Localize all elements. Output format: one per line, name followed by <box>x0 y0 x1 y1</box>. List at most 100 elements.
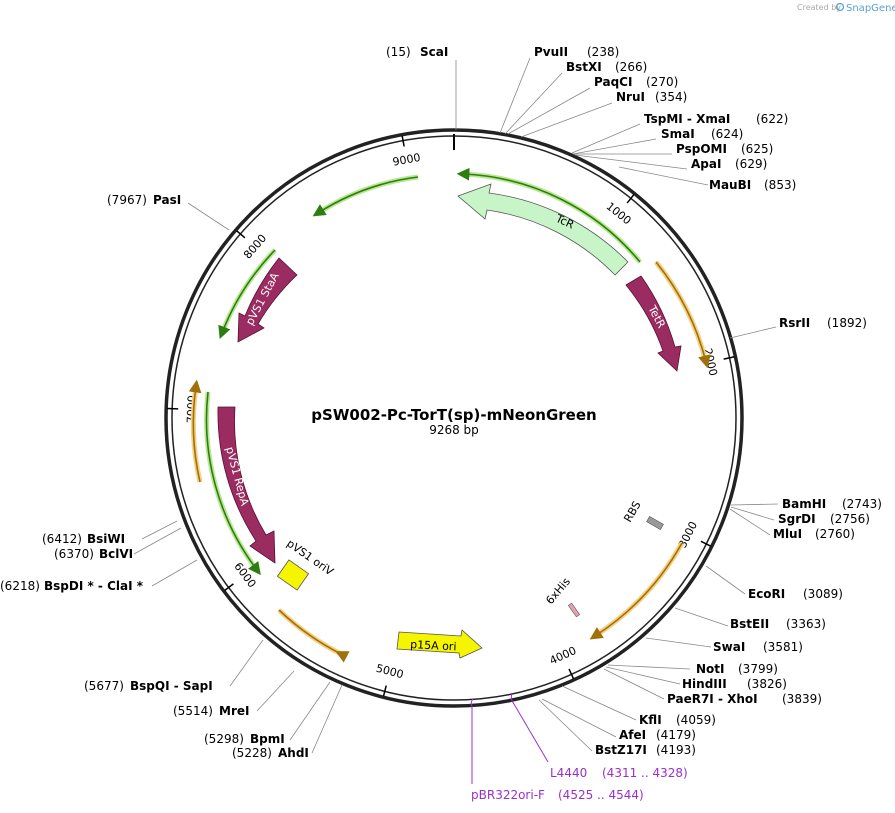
enzyme-hindiii[interactable]: HindIII(3826) <box>682 677 787 691</box>
enzyme-labels: (15)ScaI PvuII(238) BstXI(266) PaqCI(270… <box>0 45 882 760</box>
tick-mark <box>224 583 234 592</box>
enzyme-ecori[interactable]: EcoRI (3089) <box>748 587 843 601</box>
plasmid-name: pSW002-Pc-TorT(sp)-mNeonGreen <box>311 406 596 424</box>
enzyme-mlui[interactable]: MluI (2760) <box>773 527 855 541</box>
svg-text:(6412): (6412) <box>42 532 82 546</box>
svg-text:(2760): (2760) <box>815 527 855 541</box>
svg-text:(3839): (3839) <box>782 692 822 706</box>
enzyme-pasi[interactable]: (7967)PasI <box>107 193 181 207</box>
tick-label: 8000 <box>241 232 269 262</box>
enzyme-paer7i-xhoi[interactable]: PaeR7I - XhoI(3839) <box>667 692 822 706</box>
svg-text:BspDI * - ClaI *: BspDI * - ClaI * <box>44 579 144 593</box>
svg-text:BstZ17I: BstZ17I <box>595 743 647 757</box>
enzyme-kfli[interactable]: KflI(4059) <box>639 713 716 727</box>
svg-text:PspOMI: PspOMI <box>676 142 727 156</box>
primer-l4440-name: L4440 <box>550 766 587 780</box>
svg-text:(3826): (3826) <box>747 677 787 691</box>
enzyme-apai[interactable]: ApaI (629) <box>691 157 767 171</box>
svg-text:BamHI: BamHI <box>782 497 826 511</box>
svg-text:SmaI: SmaI <box>661 127 695 141</box>
enzyme-bstz17i[interactable]: BstZ17I (4193) <box>595 743 696 757</box>
rbs-feature[interactable]: RBS <box>621 499 664 531</box>
tetr-feature[interactable]: TetR <box>625 275 682 372</box>
svg-text:SgrDI: SgrDI <box>778 512 816 526</box>
repa-feature[interactable]: pVS1 RepA <box>217 406 276 564</box>
enzyme-paqci[interactable]: PaqCI(270) <box>594 75 678 89</box>
enzyme-bstxi[interactable]: BstXI(266) <box>566 60 647 74</box>
svg-text:(15): (15) <box>386 45 411 59</box>
svg-text:RsrII: RsrII <box>779 316 810 330</box>
enzyme-bsiwi[interactable]: (6412) BsiWI <box>42 532 125 546</box>
svg-text:(4193): (4193) <box>656 743 696 757</box>
svg-text:(2743): (2743) <box>842 497 882 511</box>
tick-label: 1000 <box>604 200 634 228</box>
enzyme-mrei[interactable]: (5514)MreI <box>173 704 249 718</box>
snapgene-logo <box>835 2 845 12</box>
svg-text:(1892): (1892) <box>827 316 867 330</box>
enzyme-bspqi-sapi[interactable]: (5677) BspQI - SapI <box>84 679 213 693</box>
svg-text:(3581): (3581) <box>763 640 803 654</box>
svg-text:ApaI: ApaI <box>691 157 721 171</box>
enzyme-bpmi[interactable]: (5298) BpmI <box>204 732 285 746</box>
svg-text:(853): (853) <box>764 178 796 192</box>
enzyme-pspomi[interactable]: PspOMI(625) <box>676 142 773 156</box>
tcr-feature[interactable]: TcR <box>457 183 629 276</box>
credit-text: Created by <box>797 3 841 12</box>
tick-mark <box>382 685 387 697</box>
svg-text:(3799): (3799) <box>738 662 778 676</box>
svg-text:BspQI - SapI: BspQI - SapI <box>130 679 213 693</box>
svg-text:TspMI - XmaI: TspMI - XmaI <box>644 112 730 126</box>
enzyme-bclvi[interactable]: (6370)BclVI <box>54 547 133 561</box>
primer-pbr322-range: (4525 .. 4544) <box>558 788 644 802</box>
enzyme-tspmi-xmai[interactable]: TspMI - XmaI(622) <box>644 112 788 126</box>
svg-text:(5514): (5514) <box>173 704 213 718</box>
primer-l4440[interactable]: L4440 (4311 .. 4328) <box>550 766 688 780</box>
svg-text:BsiWI: BsiWI <box>87 532 125 546</box>
svg-text:AfeI: AfeI <box>619 728 646 742</box>
tick-mark <box>401 135 405 147</box>
enzyme-bamhi[interactable]: BamHI (2743) <box>782 497 882 511</box>
svg-text:(3089): (3089) <box>803 587 843 601</box>
enzyme-leader-lines <box>133 57 779 754</box>
svg-text:(629): (629) <box>735 157 767 171</box>
svg-text:(5228): (5228) <box>232 746 272 760</box>
p15a-ori-feature[interactable]: p15A ori <box>396 629 483 659</box>
enzyme-pvuii[interactable]: PvuII(238) <box>534 45 619 59</box>
svg-text:MluI: MluI <box>773 527 802 541</box>
svg-text:PasI: PasI <box>153 193 181 207</box>
svg-text:AhdI: AhdI <box>278 746 309 760</box>
enzyme-ahdi[interactable]: (5228) AhdI <box>232 746 309 760</box>
svg-text:BstEII: BstEII <box>730 617 769 631</box>
svg-text:(4059): (4059) <box>676 713 716 727</box>
feature-arcs <box>188 167 711 663</box>
enzyme-maubi[interactable]: MauBI(853) <box>709 178 796 192</box>
enzyme-sgrdi[interactable]: SgrDI(2756) <box>778 512 870 526</box>
enzyme-smai[interactable]: SmaI(624) <box>661 127 743 141</box>
svg-text:(5298): (5298) <box>204 732 244 746</box>
svg-text:BpmI: BpmI <box>250 732 285 746</box>
svg-text:(270): (270) <box>646 75 678 89</box>
rbs-label: RBS <box>621 499 643 525</box>
enzyme-rsrii[interactable]: RsrII (1892) <box>779 316 867 330</box>
pvs1-oriv-feature[interactable]: pVS1 oriV <box>276 537 336 591</box>
arc-green-top-left-line <box>312 176 419 217</box>
enzyme-nrui[interactable]: NruI(354) <box>616 90 687 104</box>
arc-orange-lower-right <box>593 541 685 639</box>
tick-mark <box>568 668 575 680</box>
enzyme-noti[interactable]: NotI(3799) <box>696 662 778 676</box>
staa-feature[interactable]: pVS1 StaA <box>237 257 298 343</box>
his-tag-feature[interactable]: 6xHis <box>543 575 581 618</box>
svg-text:(238): (238) <box>587 45 619 59</box>
enzyme-bspdi-clai[interactable]: (6218)BspDI * - ClaI * <box>0 579 144 593</box>
arc-orange-lower-left <box>277 608 343 657</box>
enzyme-bsteii[interactable]: BstEII(3363) <box>730 617 826 631</box>
svg-text:(266): (266) <box>615 60 647 74</box>
tick-mark <box>236 230 246 239</box>
svg-text:(5677): (5677) <box>84 679 124 693</box>
enzyme-scai[interactable]: (15)ScaI <box>386 45 448 59</box>
enzyme-afei[interactable]: AfeI(4179) <box>619 728 696 742</box>
arc-green-top-left <box>316 174 419 216</box>
svg-text:EcoRI: EcoRI <box>748 587 785 601</box>
enzyme-swai[interactable]: SwaI(3581) <box>713 640 803 654</box>
primer-pbr322ori-f[interactable]: pBR322ori-F (4525 .. 4544) <box>471 788 644 802</box>
